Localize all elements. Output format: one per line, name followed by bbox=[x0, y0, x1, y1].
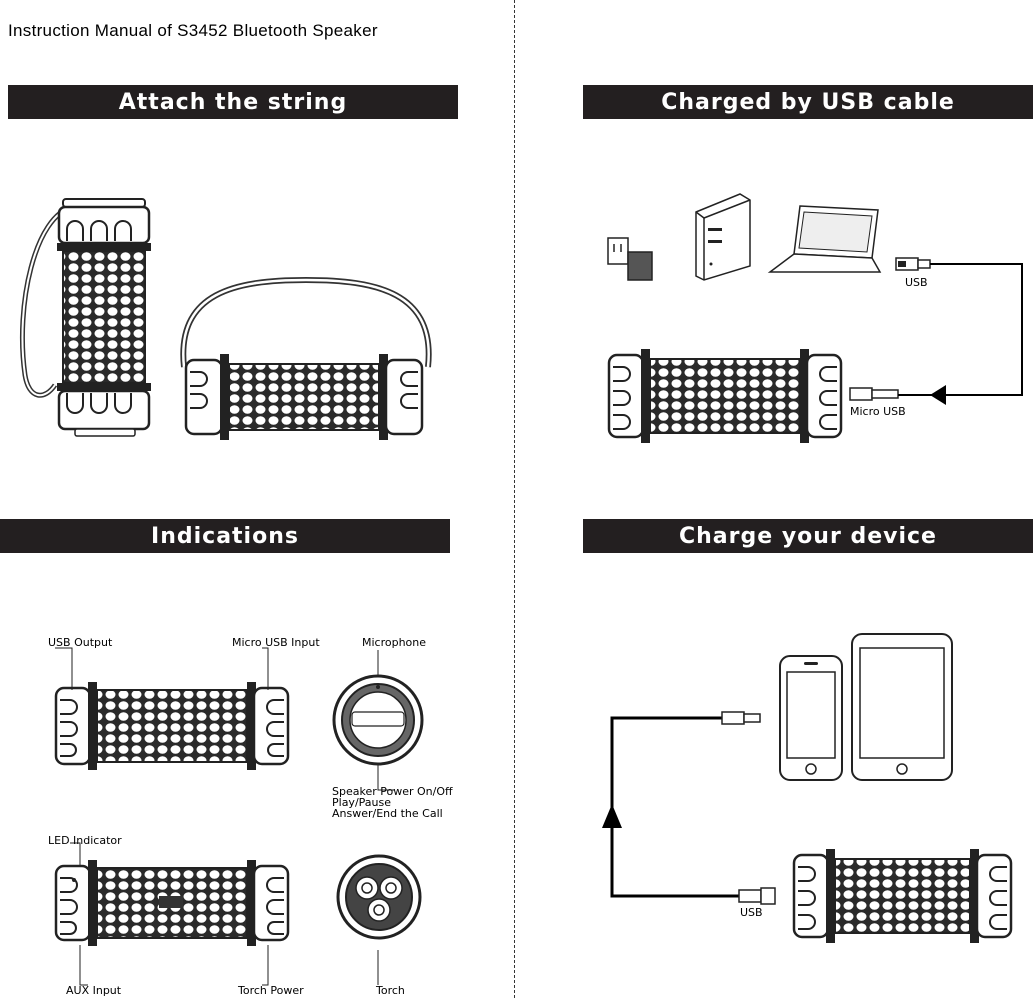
mobile-devices-illustration bbox=[779, 633, 953, 781]
label-answer-end-call: Answer/End the Call bbox=[332, 807, 443, 820]
phone-icon bbox=[779, 655, 843, 781]
usb-label: USB bbox=[905, 276, 928, 289]
banner-indications: Indications bbox=[0, 519, 450, 553]
label-torch-power: Torch Power bbox=[238, 984, 304, 997]
label-aux-input: AUX Input bbox=[66, 984, 122, 997]
speaker-end-cap-power bbox=[332, 674, 424, 766]
speaker-front-view-bottom bbox=[54, 860, 290, 946]
usb-plug-icon bbox=[895, 257, 931, 271]
banner-charged-by-usb: Charged by USB cable bbox=[583, 85, 1033, 119]
speaker-vertical-with-string bbox=[20, 198, 151, 437]
arrow-up-icon bbox=[602, 804, 622, 828]
device-charge-cable bbox=[602, 711, 776, 905]
label-micro-usb-input: Micro USB Input bbox=[232, 636, 320, 649]
label-microphone: Microphone bbox=[362, 636, 427, 649]
micro-usb-plug-icon bbox=[721, 711, 761, 725]
indication-leader-lines bbox=[55, 647, 395, 986]
banner-attach-string: Attach the string bbox=[8, 85, 458, 119]
usb-charge-cable bbox=[849, 257, 1023, 405]
speaker-charging-illustration bbox=[607, 349, 843, 443]
charging-sources-illustration bbox=[607, 193, 882, 281]
label-power-functions: Speaker Power On/Off Play/Pause Answer/E… bbox=[332, 786, 453, 819]
manual-title: Instruction Manual of S3452 Bluetooth Sp… bbox=[8, 21, 378, 40]
speaker-charging-device-illustration bbox=[792, 849, 1013, 943]
banner-charge-device: Charge your device bbox=[583, 519, 1033, 553]
speaker-horizontal-with-handle bbox=[180, 276, 432, 440]
label-power-on-off: Speaker Power On/Off bbox=[332, 785, 453, 798]
speaker-front-view-top bbox=[54, 682, 290, 770]
usb-plug-icon bbox=[738, 887, 776, 905]
arrow-left-icon bbox=[930, 385, 946, 405]
label-play-pause: Play/Pause bbox=[332, 796, 391, 809]
tablet-icon bbox=[851, 633, 953, 781]
usb-label-device: USB bbox=[740, 906, 763, 919]
desktop-tower-icon bbox=[695, 193, 751, 281]
speaker-end-cap-torch bbox=[336, 854, 422, 940]
micro-usb-plug-icon bbox=[849, 387, 930, 401]
label-led-indicator: LED Indicator bbox=[48, 834, 122, 847]
label-usb-output: USB Output bbox=[48, 636, 113, 649]
label-torch: Torch bbox=[376, 984, 405, 997]
microphone-icon bbox=[376, 685, 380, 689]
micro-usb-label: Micro USB bbox=[850, 405, 906, 418]
laptop-icon bbox=[767, 205, 882, 273]
led-indicator-icon bbox=[72, 878, 76, 882]
wall-adapter-icon bbox=[607, 237, 653, 281]
page-divider bbox=[514, 0, 515, 998]
